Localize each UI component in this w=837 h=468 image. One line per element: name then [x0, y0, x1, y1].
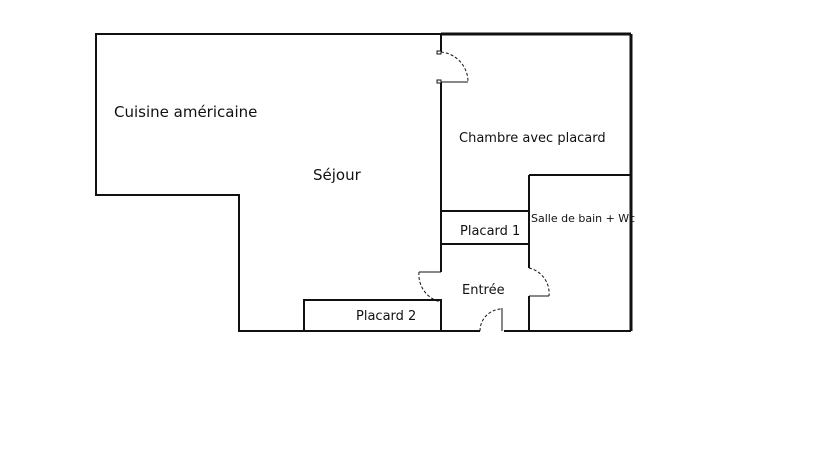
label-entree: Entrée	[462, 283, 505, 298]
label-cuisine: Cuisine américaine	[114, 103, 257, 121]
door-swing-sejour-entree	[418, 271, 442, 303]
door-jamb	[436, 79, 442, 84]
outer-wall	[95, 33, 441, 332]
label-sejour: Séjour	[313, 166, 362, 184]
label-placard-2: Placard 2	[356, 309, 416, 324]
door-swing-bathroom	[528, 267, 550, 297]
placard2-box	[303, 299, 442, 332]
door-swing-chambre	[440, 51, 469, 83]
door-jamb	[436, 50, 442, 55]
entrance-door-swing	[479, 308, 503, 332]
label-placard-1: Placard 1	[460, 224, 520, 239]
label-salle-de-bain: Salle de bain + Wc	[531, 212, 635, 225]
label-chambre: Chambre avec placard	[459, 131, 606, 146]
